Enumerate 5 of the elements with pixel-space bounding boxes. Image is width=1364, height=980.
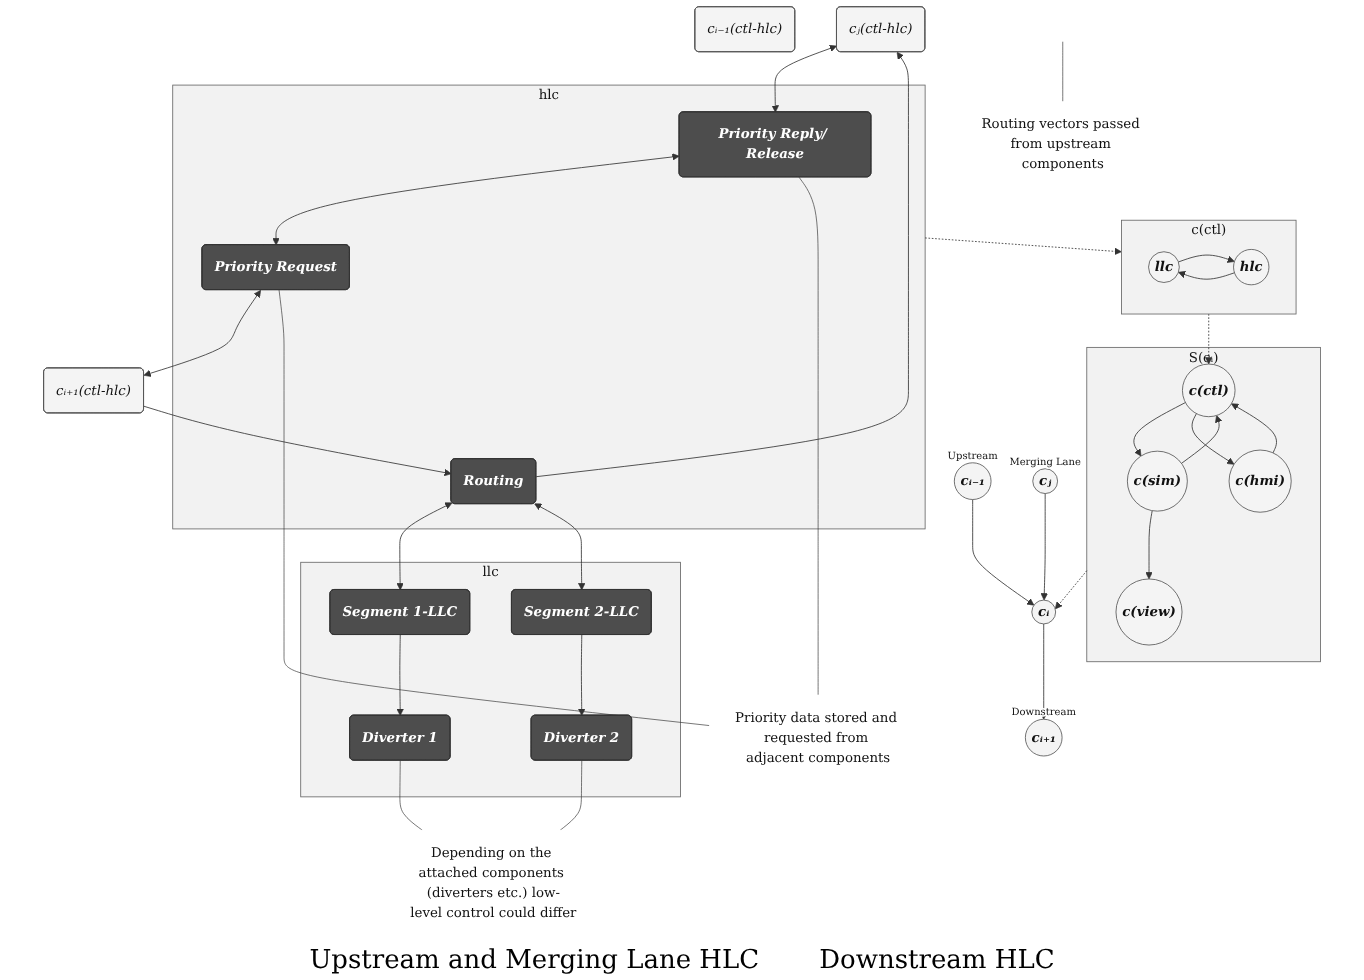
connector bbox=[278, 289, 710, 726]
connector bbox=[798, 176, 819, 696]
annotation-text: Downstream HLC bbox=[819, 946, 1055, 976]
connector bbox=[559, 760, 583, 831]
connector bbox=[399, 760, 423, 831]
